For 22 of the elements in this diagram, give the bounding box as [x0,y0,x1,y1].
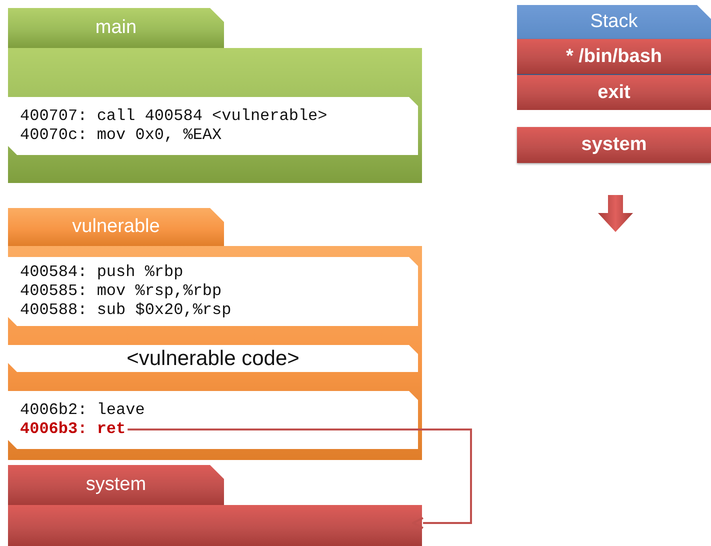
code-line: 400584: push %rbp [20,263,184,282]
code-block [8,391,418,449]
stack-frame [517,5,711,110]
code-block [8,257,418,326]
code-line: 400585: mov %rsp,%rbp [20,282,222,301]
code-line: 4006b3: ret [20,420,126,439]
stack-entry: exit [517,75,711,110]
function-panel [8,465,422,546]
panel-title: main [94,16,138,40]
code-line: 400707: call 400584 <vulnerable> [20,107,328,126]
panel-title: system [84,473,148,497]
code-line: 40070c: mov 0x0, %EAX [20,126,222,145]
code-block [8,97,418,155]
function-panel [8,8,422,183]
stack-entry: * /bin/bash [517,39,711,74]
code-line: 400588: sub $0x20,%rsp [20,301,232,320]
stack-title: Stack [589,10,639,34]
code-line: 4006b2: leave [20,401,145,420]
connector-arrow [128,428,472,529]
code-block: <vulnerable code> [8,345,418,372]
stack-entry: system [517,127,711,163]
panel-title: vulnerable [71,215,161,239]
